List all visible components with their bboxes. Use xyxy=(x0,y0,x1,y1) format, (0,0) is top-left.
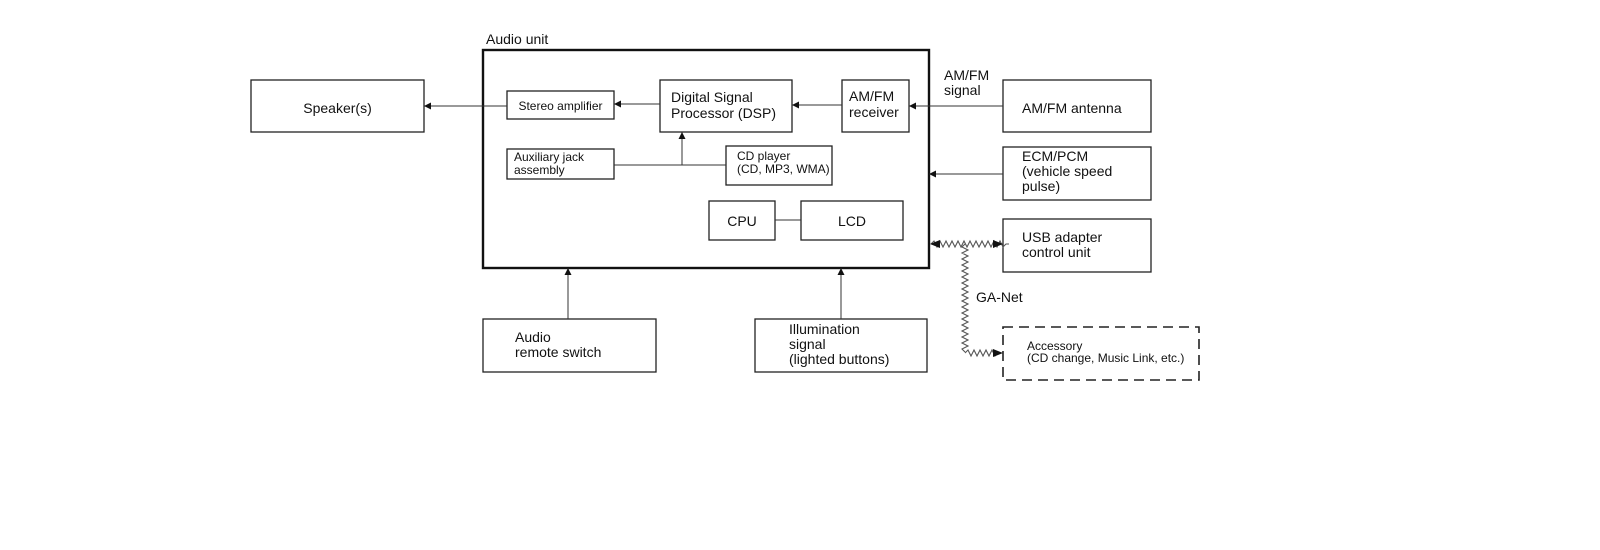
dsp-label-line2: Processor (DSP) xyxy=(671,105,776,121)
amfm-receiver-label-line1: AM/FM xyxy=(849,88,894,104)
audio-remote-switch-block: Audio remote switch xyxy=(482,318,657,373)
dsp-label-line1: Digital Signal xyxy=(671,89,753,105)
ecm-pcm-label-line2: (vehicle speed xyxy=(1022,163,1112,179)
audio-unit-title: Audio unit xyxy=(486,31,548,47)
ecm-pcm-block: ECM/PCM (vehicle speed pulse) xyxy=(1002,146,1152,201)
dsp-block: Digital Signal Processor (DSP) xyxy=(659,79,793,133)
accessory-label-line2: (CD change, Music Link, etc.) xyxy=(1027,351,1184,365)
amfm-antenna-label: AM/FM antenna xyxy=(1022,100,1122,116)
audio-unit-box xyxy=(481,48,931,270)
ecm-pcm-label-line3: pulse) xyxy=(1022,178,1060,194)
cpu-block: CPU xyxy=(708,200,776,241)
usb-adapter-label-line1: USB adapter xyxy=(1022,229,1102,245)
accessory-label-line1: Accessory xyxy=(1027,339,1082,353)
lcd-block: LCD xyxy=(800,200,904,241)
amfm-signal-label-line1: AM/FM xyxy=(944,67,989,83)
amfm-receiver-block: AM/FM receiver xyxy=(841,79,910,133)
ganet-line-vertical xyxy=(960,243,970,353)
ganet-arrowhead-audio-unit xyxy=(930,240,940,248)
amfm-signal-label-line2: signal xyxy=(944,82,981,98)
ganet-arrowhead-accessory xyxy=(993,349,1003,357)
stereo-amplifier-label: Stereo amplifier xyxy=(518,99,602,113)
speakers-block: Speaker(s) xyxy=(250,79,425,133)
aux-jack-block: Auxiliary jack assembly xyxy=(506,148,615,180)
audio-remote-switch-label-line1: Audio xyxy=(515,329,551,345)
cd-player-label-line2: (CD, MP3, WMA) xyxy=(737,162,830,176)
usb-adapter-block: USB adapter control unit xyxy=(1002,218,1152,273)
amfm-receiver-label-line2: receiver xyxy=(849,104,899,120)
illumination-label-line2: signal xyxy=(789,336,826,352)
ganet-label: GA-Net xyxy=(976,289,1023,305)
speakers-label: Speaker(s) xyxy=(303,100,371,116)
aux-jack-label-line1: Auxiliary jack xyxy=(514,150,585,164)
lcd-label: LCD xyxy=(838,213,866,229)
stereo-amplifier-block: Stereo amplifier xyxy=(506,90,615,120)
ecm-pcm-label-line1: ECM/PCM xyxy=(1022,148,1088,164)
illumination-label-line1: Illumination xyxy=(789,321,860,337)
illumination-block: Illumination signal (lighted buttons) xyxy=(754,318,928,373)
ganet-arrowhead-usb xyxy=(993,240,1003,248)
accessory-block: Accessory (CD change, Music Link, etc.) xyxy=(1002,326,1200,381)
aux-jack-label-line2: assembly xyxy=(514,163,565,177)
amfm-antenna-block: AM/FM antenna xyxy=(1002,79,1152,133)
cpu-label: CPU xyxy=(727,213,757,229)
cd-player-label-line1: CD player xyxy=(737,149,790,163)
audio-remote-switch-label-line2: remote switch xyxy=(515,344,601,360)
illumination-label-line3: (lighted buttons) xyxy=(789,351,889,367)
cd-player-block: CD player (CD, MP3, WMA) xyxy=(725,145,833,186)
usb-adapter-label-line2: control unit xyxy=(1022,244,1091,260)
